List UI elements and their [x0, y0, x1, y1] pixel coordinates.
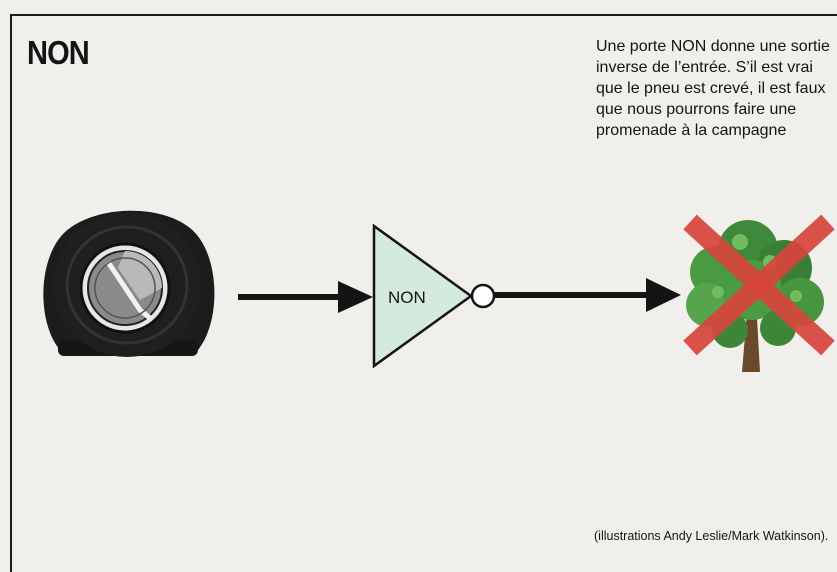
input-arrow — [238, 281, 373, 313]
crossed-out-tree-icon — [683, 214, 835, 372]
not-gate-symbol: NON — [372, 223, 496, 369]
red-cross-icon — [683, 214, 835, 356]
flat-tire-icon — [43, 210, 215, 357]
page-title: NON — [27, 34, 90, 71]
output-arrow — [494, 278, 681, 312]
inversion-bubble — [470, 283, 496, 309]
description-text: Une porte NON donne une sortie inverse d… — [596, 36, 836, 141]
description-paragraph: Une porte NON donne une sortie inverse d… — [596, 38, 830, 139]
illustration-credit: (illustrations Andy Leslie/Mark Watkinso… — [594, 529, 829, 543]
diagram-panel — [10, 14, 837, 572]
gate-label: NON — [388, 288, 426, 307]
